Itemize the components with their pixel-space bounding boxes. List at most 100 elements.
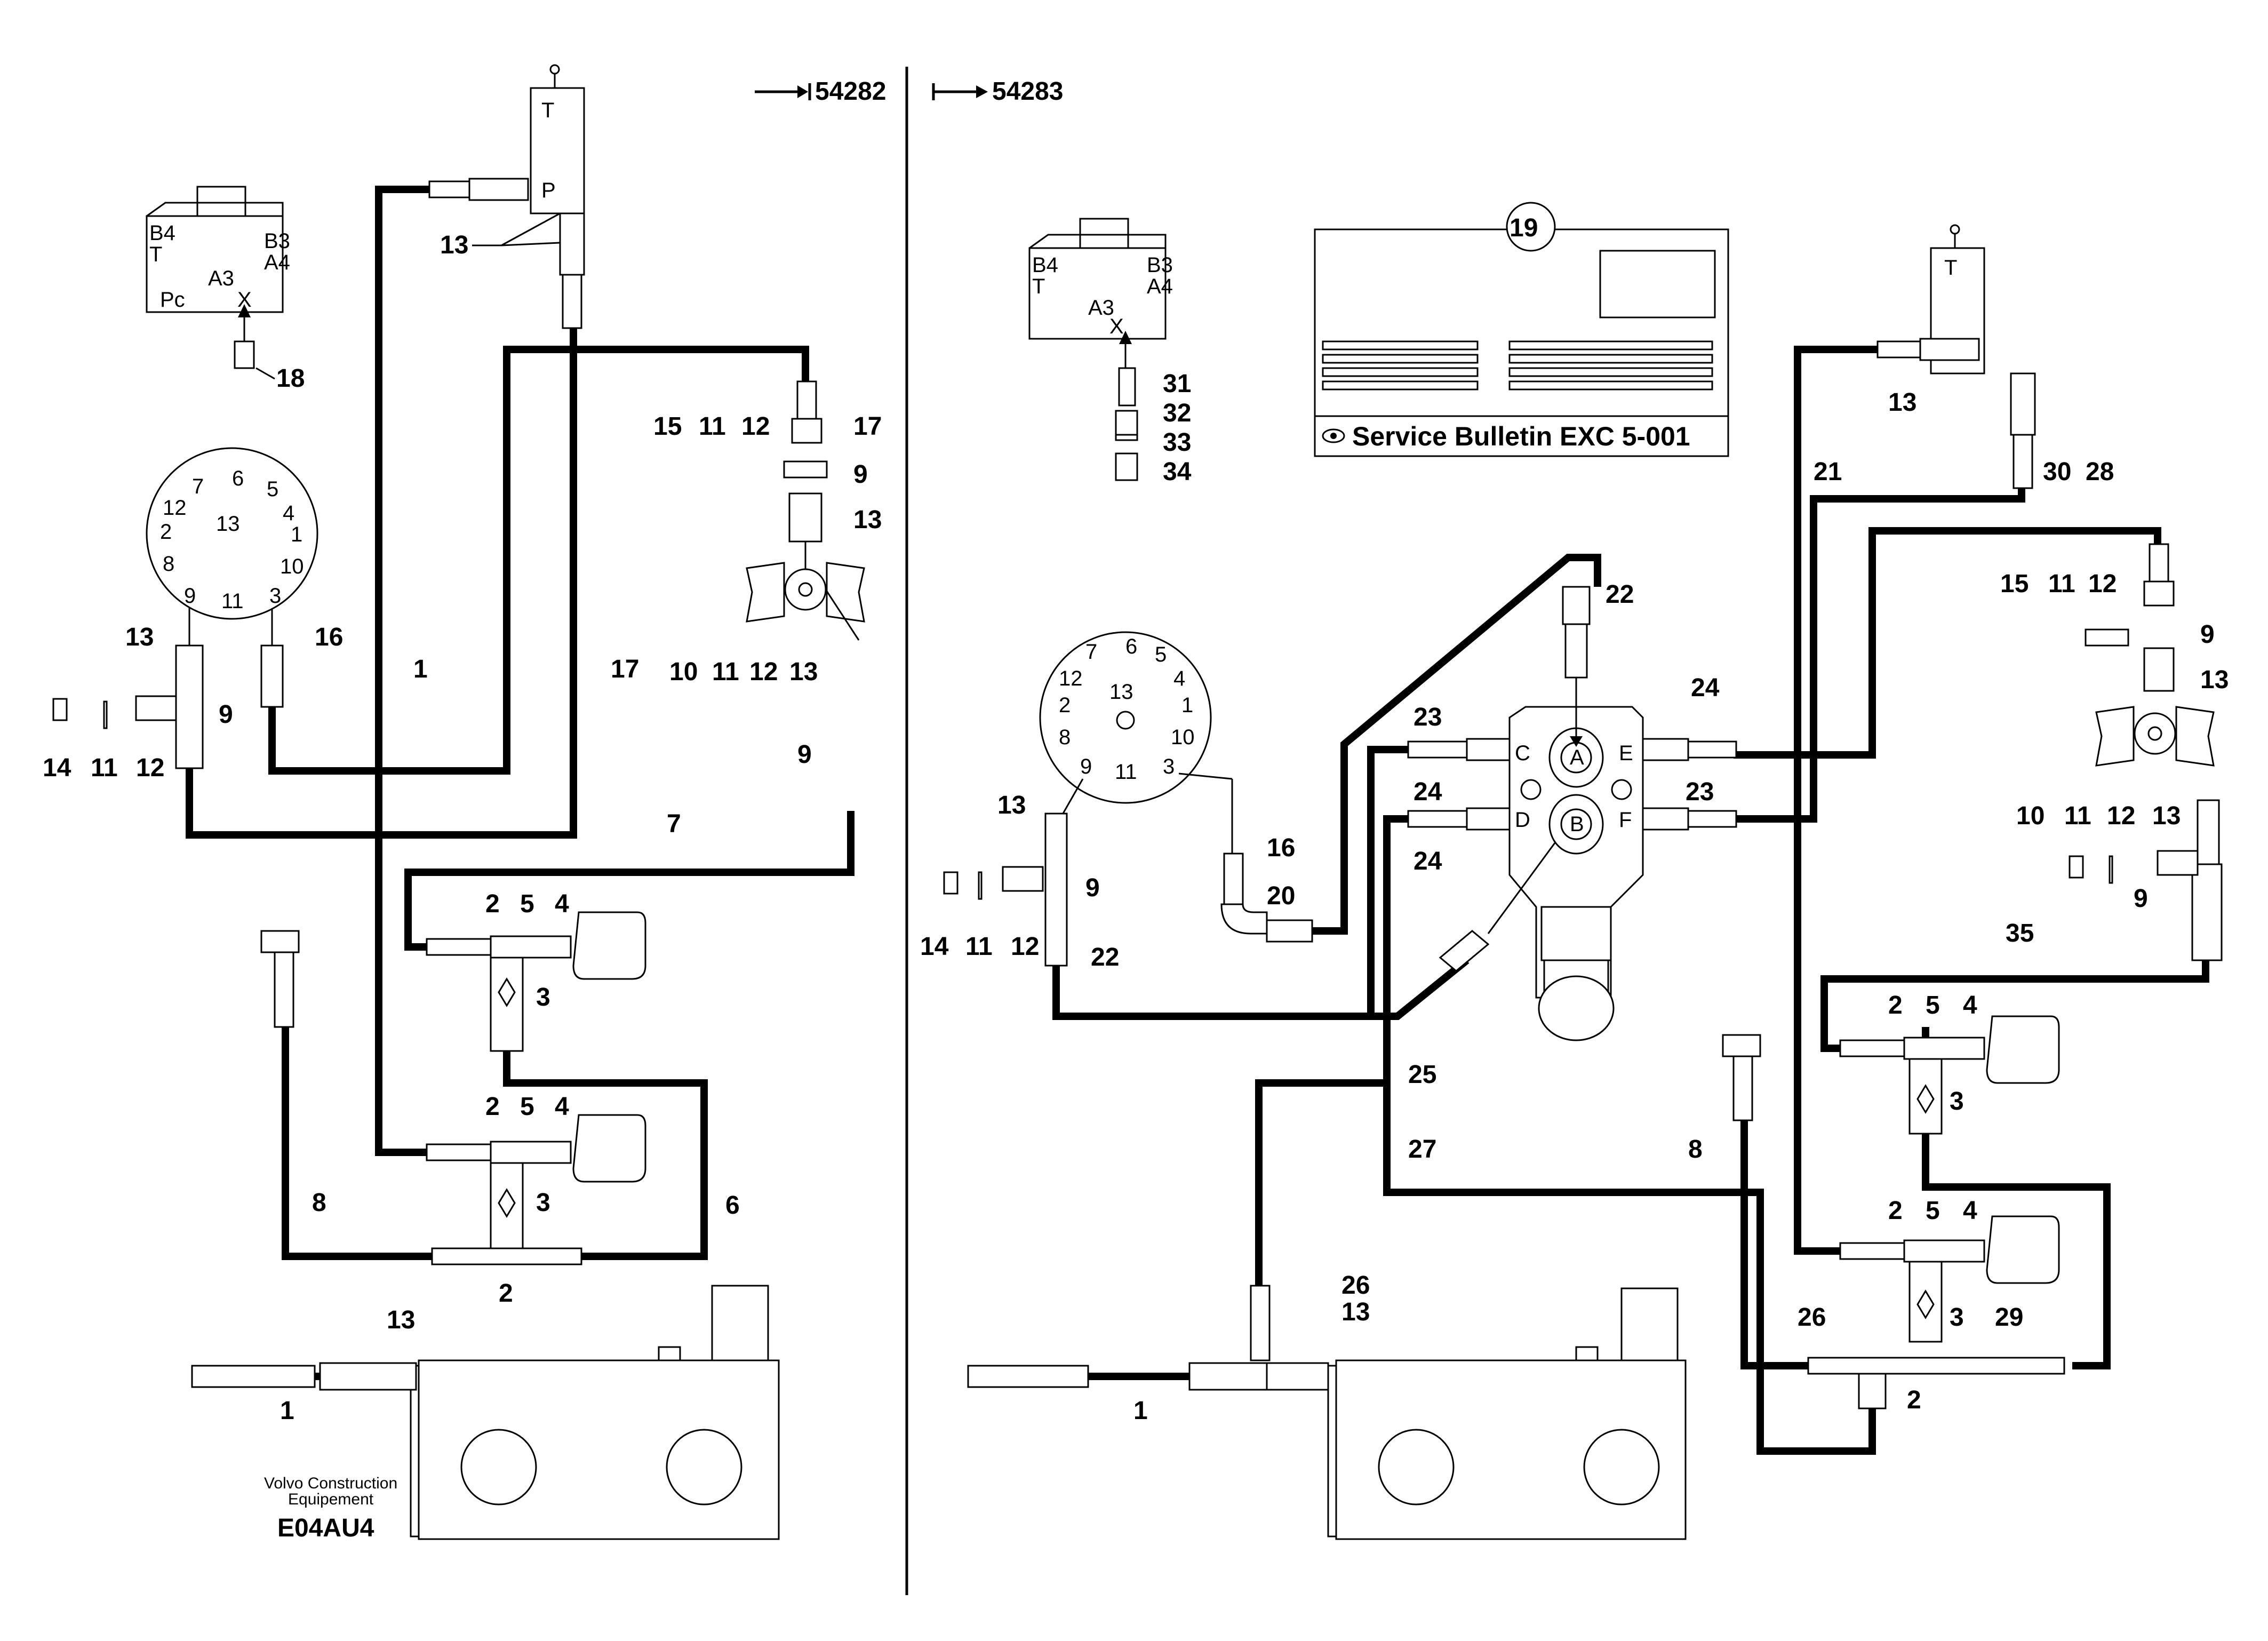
svg-text:13: 13 bbox=[1109, 680, 1133, 704]
svg-text:11: 11 bbox=[221, 590, 244, 613]
svg-text:6: 6 bbox=[725, 1191, 740, 1220]
svg-text:5: 5 bbox=[1155, 643, 1167, 666]
valve-block-right: B4 T A3 B3 A4 X bbox=[1028, 218, 1173, 340]
svg-text:18: 18 bbox=[276, 364, 305, 393]
svg-text:4: 4 bbox=[1963, 991, 1977, 1019]
svg-text:9: 9 bbox=[853, 460, 868, 489]
svg-text:2: 2 bbox=[1888, 991, 1903, 1019]
svg-text:21: 21 bbox=[1814, 458, 1842, 486]
svg-text:2: 2 bbox=[485, 1093, 500, 1121]
svg-text:30: 30 bbox=[2043, 458, 2071, 486]
svg-text:A4: A4 bbox=[1147, 275, 1173, 298]
svg-text:4: 4 bbox=[555, 1093, 569, 1121]
svg-text:24: 24 bbox=[1413, 847, 1442, 875]
pipe-8-left bbox=[282, 1027, 432, 1260]
svg-text:6: 6 bbox=[232, 467, 244, 490]
svg-text:3: 3 bbox=[1950, 1303, 1964, 1332]
svg-text:11: 11 bbox=[91, 754, 118, 782]
accumulator-right-1 bbox=[1839, 1015, 2060, 1135]
svg-text:A: A bbox=[1570, 746, 1584, 769]
svg-text:23: 23 bbox=[1413, 703, 1442, 731]
svg-text:1: 1 bbox=[1181, 694, 1193, 717]
svg-text:7: 7 bbox=[192, 475, 204, 498]
header-right-ref: 54283 bbox=[932, 77, 1063, 106]
svg-text:14: 14 bbox=[43, 754, 71, 782]
pipe-7-left bbox=[404, 811, 855, 951]
svg-text:2: 2 bbox=[1907, 1386, 1921, 1414]
svg-text:9: 9 bbox=[219, 700, 233, 729]
svg-text:13: 13 bbox=[853, 506, 882, 534]
fitting-18 bbox=[234, 340, 255, 369]
svg-text:16: 16 bbox=[315, 623, 343, 651]
svg-text:2: 2 bbox=[485, 890, 500, 918]
svg-text:7: 7 bbox=[1085, 640, 1097, 664]
svg-text:27: 27 bbox=[1408, 1135, 1436, 1164]
pipe-8-right bbox=[1740, 1120, 1808, 1369]
svg-text:5: 5 bbox=[520, 890, 534, 918]
svg-text:31: 31 bbox=[1163, 370, 1191, 398]
svg-text:A4: A4 bbox=[264, 251, 290, 274]
pipe-1-left bbox=[375, 186, 429, 1156]
svg-text:13: 13 bbox=[2152, 802, 2181, 830]
svg-text:26: 26 bbox=[1341, 1271, 1370, 1300]
svg-text:9: 9 bbox=[184, 584, 196, 608]
svg-text:9: 9 bbox=[797, 740, 812, 769]
svg-text:20: 20 bbox=[1267, 882, 1295, 910]
svg-text:B4: B4 bbox=[1032, 253, 1058, 277]
svg-text:B4: B4 bbox=[149, 221, 175, 245]
svg-text:10: 10 bbox=[669, 658, 698, 686]
accumulator-left-1 bbox=[426, 911, 646, 1052]
svg-text:35: 35 bbox=[2006, 919, 2034, 947]
svg-text:8: 8 bbox=[312, 1189, 326, 1217]
svg-text:3: 3 bbox=[536, 983, 550, 1011]
service-bulletin-box: 19 Service Bulletin EXC 5-001 bbox=[1314, 202, 1729, 457]
svg-text:11: 11 bbox=[2048, 570, 2075, 598]
svg-text:23: 23 bbox=[1686, 778, 1714, 806]
svg-text:T: T bbox=[1032, 275, 1045, 298]
svg-text:4: 4 bbox=[555, 890, 569, 918]
svg-text:9: 9 bbox=[2134, 885, 2148, 913]
svg-text:D: D bbox=[1515, 808, 1530, 832]
accumulator-left-2 bbox=[426, 1114, 646, 1249]
svg-text:T: T bbox=[1944, 256, 1957, 280]
svg-text:26: 26 bbox=[1798, 1303, 1826, 1332]
svg-text:5: 5 bbox=[267, 477, 278, 501]
pump-left bbox=[191, 1285, 780, 1540]
svg-text:34: 34 bbox=[1163, 458, 1192, 486]
svg-text:2: 2 bbox=[1059, 694, 1071, 717]
svg-text:9: 9 bbox=[1085, 874, 1100, 902]
svg-text:3: 3 bbox=[1163, 755, 1175, 778]
sb-label: Service Bulletin EXC 5-001 bbox=[1352, 421, 1690, 451]
pin-connector-right: 7 6 5 4 12 13 2 1 8 10 9 11 3 bbox=[1039, 631, 1212, 804]
svg-text:5: 5 bbox=[1926, 1197, 1940, 1225]
svg-text:3: 3 bbox=[269, 584, 281, 608]
svg-text:5: 5 bbox=[520, 1093, 534, 1121]
svg-text:15: 15 bbox=[2000, 570, 2029, 598]
svg-text:T: T bbox=[541, 99, 554, 122]
svg-text:1: 1 bbox=[413, 655, 428, 683]
svg-text:10: 10 bbox=[280, 555, 304, 578]
accumulator-right-2 bbox=[1839, 1215, 2060, 1343]
svg-text:10: 10 bbox=[1171, 726, 1195, 749]
svg-text:13: 13 bbox=[125, 623, 154, 651]
pipe-35-right bbox=[1820, 960, 2209, 1052]
svg-text:13: 13 bbox=[997, 791, 1026, 819]
svg-text:22: 22 bbox=[1091, 943, 1119, 971]
svg-text:15: 15 bbox=[653, 412, 682, 441]
pipe-21-right bbox=[1794, 346, 1878, 1255]
svg-text:2: 2 bbox=[1888, 1197, 1903, 1225]
svg-text:17: 17 bbox=[611, 655, 639, 683]
svg-text:16: 16 bbox=[1267, 834, 1295, 862]
svg-text:12: 12 bbox=[1011, 933, 1039, 961]
pipe-25-right bbox=[1255, 1079, 1387, 1286]
svg-text:1: 1 bbox=[280, 1397, 294, 1425]
drawing-id: E04AU4 bbox=[277, 1514, 374, 1542]
pilot-motor-left bbox=[746, 562, 865, 623]
svg-text:13: 13 bbox=[216, 512, 240, 536]
pin-connector-left: 7 6 5 4 12 13 2 1 8 10 9 11 3 bbox=[146, 447, 318, 620]
svg-text:12: 12 bbox=[749, 658, 778, 686]
control-valve: A B C D E F bbox=[1508, 706, 1644, 1041]
svg-text:32: 32 bbox=[1163, 399, 1191, 427]
svg-text:13: 13 bbox=[2200, 666, 2229, 694]
